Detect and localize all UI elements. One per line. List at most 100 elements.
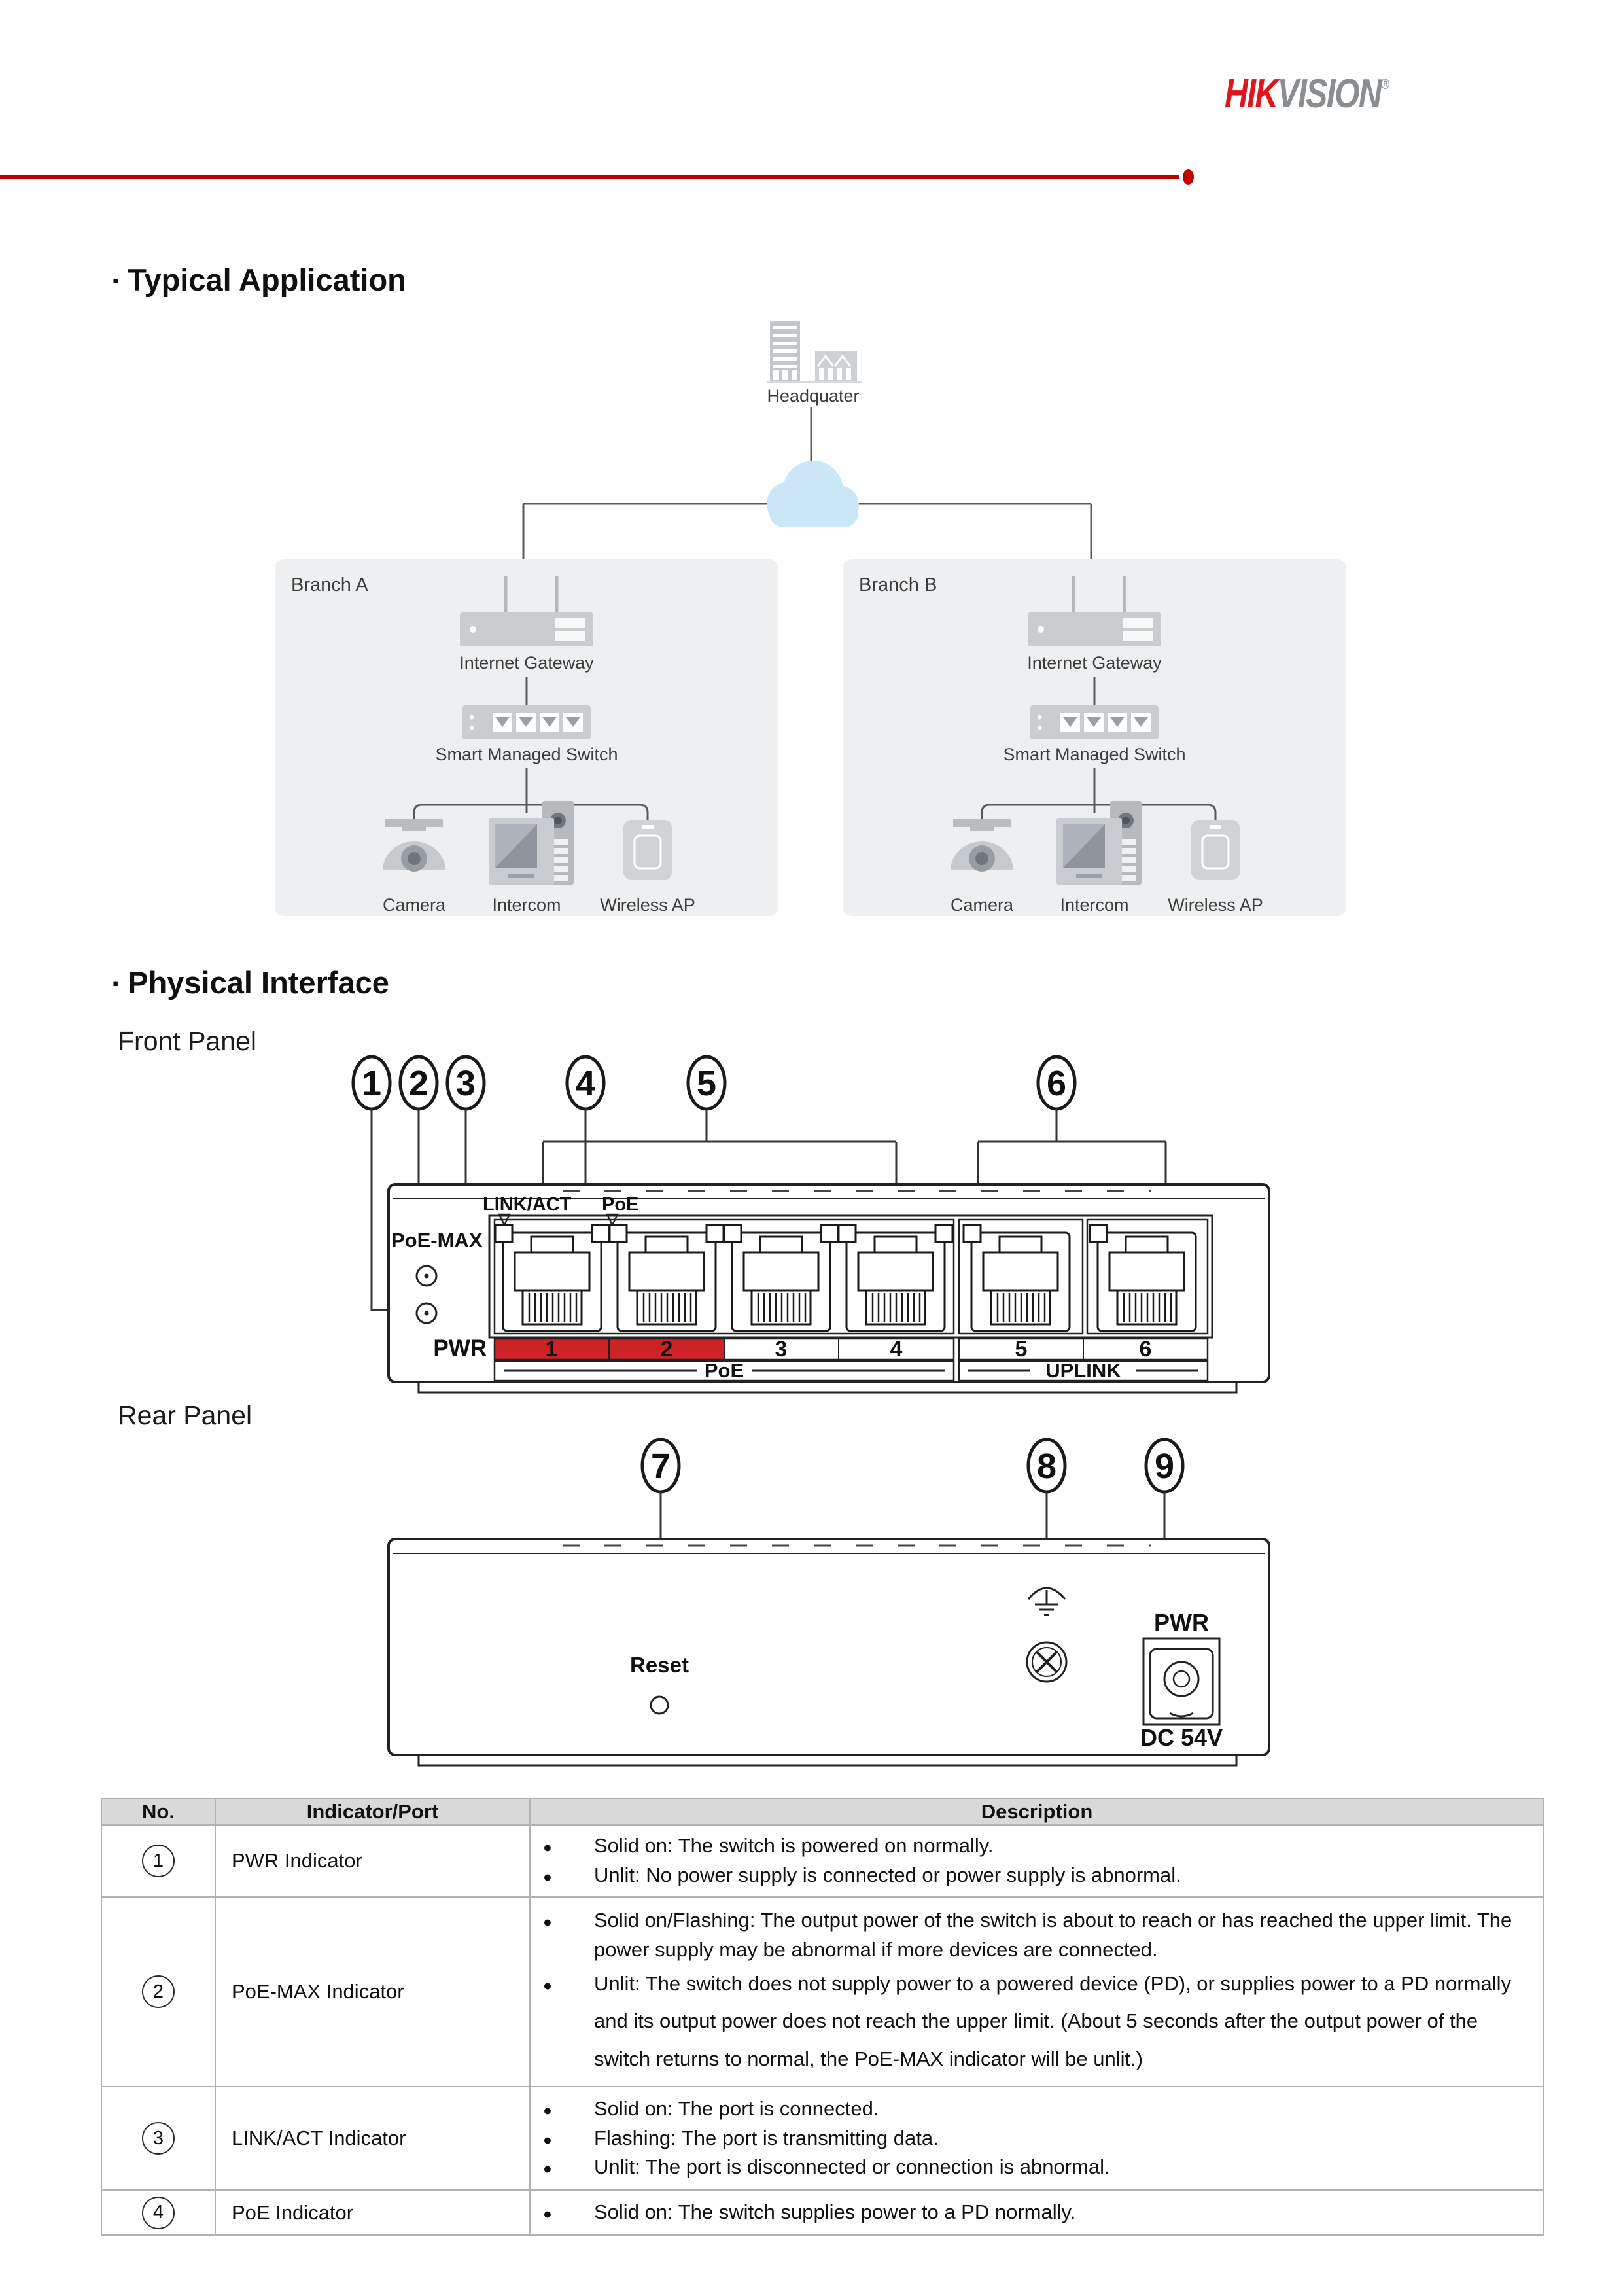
uplink-port-6-group bbox=[1086, 1218, 1209, 1335]
description-text: Unlit: No power supply is connected or p… bbox=[594, 1863, 1181, 1886]
bullet-icon bbox=[543, 1861, 594, 1890]
bullet-icon bbox=[543, 1965, 594, 2002]
port-number-3: 3 bbox=[775, 1337, 788, 1362]
callout-8: 8 bbox=[1037, 1447, 1056, 1486]
chassis-foot bbox=[417, 1381, 1238, 1394]
description-item: Unlit: The port is disconnected or conne… bbox=[543, 2153, 1517, 2182]
port-number-2: 2 bbox=[661, 1337, 673, 1362]
description-text: Solid on/Flashing: The output power of t… bbox=[594, 1909, 1512, 1961]
indicator-table: No. Indicator/Port Description 1 PWR Ind… bbox=[101, 1798, 1544, 2236]
port-number-5: 5 bbox=[1015, 1337, 1028, 1362]
rear-panel-callouts: 7 8 9 bbox=[640, 1438, 1185, 1494]
front-panel-callouts: 1 2 3 4 5 6 bbox=[351, 1055, 1077, 1111]
branch-b-labels: Branch B Internet Gateway Smart Managed … bbox=[859, 574, 1263, 915]
camera-label: Camera bbox=[383, 895, 446, 915]
dc-power-jack-icon bbox=[1142, 1637, 1221, 1726]
poe-port-group bbox=[493, 1218, 955, 1335]
gateway-label: Internet Gateway bbox=[459, 653, 594, 673]
description-item: Solid on: The port is connected. bbox=[543, 2094, 1517, 2124]
dc-voltage-label: DC 54V bbox=[1140, 1724, 1223, 1751]
poe-group-label: PoE bbox=[705, 1359, 744, 1382]
branch-a-labels: Branch A Internet Gateway Smart Managed … bbox=[291, 574, 695, 915]
uplink-port-5-group bbox=[958, 1218, 1084, 1335]
poe-led-label: PoE bbox=[602, 1194, 638, 1215]
indicator-name: PoE-MAX Indicator bbox=[215, 1896, 531, 2087]
table-header-row: No. Indicator/Port Description bbox=[101, 1798, 1544, 1826]
callout-7: 7 bbox=[651, 1447, 671, 1486]
description-text: Solid on: The port is connected. bbox=[594, 2096, 879, 2120]
circled-number: 2 bbox=[142, 1975, 175, 2008]
description-item: Unlit: No power supply is connected or p… bbox=[543, 1861, 1517, 1890]
description-item: Solid on/Flashing: The output power of t… bbox=[543, 1906, 1517, 1965]
gateway-label: Internet Gateway bbox=[1027, 653, 1162, 673]
ground-screw-icon bbox=[1026, 1641, 1068, 1683]
wireless-ap-label: Wireless AP bbox=[600, 895, 695, 915]
callout-5: 5 bbox=[697, 1064, 716, 1103]
branch-a-artwork bbox=[275, 559, 778, 916]
row-number-cell: 1 bbox=[101, 1824, 216, 1898]
bullet-icon bbox=[543, 2124, 594, 2153]
port-group-labels: PoE UPLINK bbox=[493, 1359, 1209, 1382]
callout-1: 1 bbox=[362, 1064, 381, 1103]
col-header-no: No. bbox=[101, 1798, 216, 1826]
header-rule-dot bbox=[1183, 169, 1194, 185]
description-item: Solid on: The switch supplies power to a… bbox=[543, 2198, 1517, 2227]
description-item: Unlit: The switch does not supply power … bbox=[543, 1965, 1517, 2077]
camera-label: Camera bbox=[951, 895, 1014, 915]
row-number-cell: 3 bbox=[101, 2086, 216, 2191]
callout-4: 4 bbox=[576, 1064, 595, 1103]
description-text: Unlit: The port is disconnected or conne… bbox=[594, 2155, 1110, 2179]
branch-b-label: Branch B bbox=[859, 574, 937, 595]
reset-label: Reset bbox=[630, 1653, 689, 1677]
description-text: Solid on: The switch supplies power to a… bbox=[594, 2200, 1076, 2224]
branch-b-artwork bbox=[843, 559, 1346, 916]
reset-button-icon bbox=[650, 1695, 669, 1715]
table-row: 3 LINK/ACT Indicator Solid on: The port … bbox=[101, 2086, 1544, 2191]
circled-number: 4 bbox=[142, 2196, 175, 2229]
branch-a-label: Branch A bbox=[291, 574, 368, 595]
description-text: Solid on: The switch is powered on norma… bbox=[594, 1834, 994, 1858]
row-number-cell: 2 bbox=[101, 1896, 216, 2087]
rear-pwr-label: PWR bbox=[1154, 1609, 1209, 1636]
port-5 bbox=[970, 1231, 1071, 1332]
square-bullet-icon: ▪ bbox=[113, 271, 119, 291]
port-led-squares bbox=[494, 1224, 1108, 1243]
rear-panel-diagram: 7 8 9 Reset bbox=[387, 1438, 1270, 1767]
description-text: Flashing: The port is transmitting data. bbox=[594, 2126, 939, 2149]
bullet-icon bbox=[543, 2094, 594, 2124]
description-item: Solid on: The switch is powered on norma… bbox=[543, 1831, 1517, 1861]
indicator-name: LINK/ACT Indicator bbox=[215, 2086, 531, 2191]
header-rule bbox=[0, 175, 1179, 179]
bullet-icon bbox=[543, 1831, 594, 1861]
switch-label: Smart Managed Switch bbox=[435, 745, 618, 764]
chassis-foot bbox=[417, 1754, 1238, 1767]
section-title-text: Typical Application bbox=[128, 262, 406, 297]
table-row: 2 PoE-MAX Indicator Solid on/Flashing: T… bbox=[101, 1896, 1544, 2087]
col-header-indicator-port: Indicator/Port bbox=[215, 1798, 531, 1826]
circled-number: 3 bbox=[142, 2122, 175, 2155]
port-number-6: 6 bbox=[1140, 1337, 1152, 1362]
logo-registered-mark: ® bbox=[1381, 76, 1389, 92]
port-6 bbox=[1096, 1231, 1197, 1332]
switch-label: Smart Managed Switch bbox=[1003, 745, 1185, 764]
port-1 bbox=[502, 1231, 602, 1332]
link-act-label: LINK/ACT bbox=[483, 1194, 572, 1215]
description-item: Flashing: The port is transmitting data. bbox=[543, 2124, 1517, 2153]
section-title-text: Physical Interface bbox=[128, 965, 389, 1000]
description-cell: Solid on/Flashing: The output power of t… bbox=[529, 1896, 1544, 2087]
intercom-label: Intercom bbox=[492, 895, 561, 915]
indicator-name: PoE Indicator bbox=[215, 2189, 531, 2236]
callout-9: 9 bbox=[1155, 1447, 1174, 1486]
headquarter-label: Headquater bbox=[767, 386, 859, 406]
row-number-cell: 4 bbox=[101, 2189, 216, 2236]
poe-max-label: PoE-MAX bbox=[391, 1229, 483, 1252]
port-number-4: 4 bbox=[890, 1337, 903, 1362]
wireless-ap-label: Wireless AP bbox=[1168, 895, 1263, 915]
description-cell: Solid on: The switch supplies power to a… bbox=[529, 2189, 1544, 2236]
col-header-description: Description bbox=[529, 1798, 1544, 1826]
indicator-name: PWR Indicator bbox=[215, 1824, 531, 1898]
description-text: Unlit: The switch does not supply power … bbox=[594, 1971, 1511, 2070]
table-row: 4 PoE Indicator Solid on: The switch sup… bbox=[101, 2189, 1544, 2236]
description-cell: Solid on: The switch is powered on norma… bbox=[529, 1824, 1544, 1898]
intercom-label: Intercom bbox=[1060, 895, 1128, 915]
